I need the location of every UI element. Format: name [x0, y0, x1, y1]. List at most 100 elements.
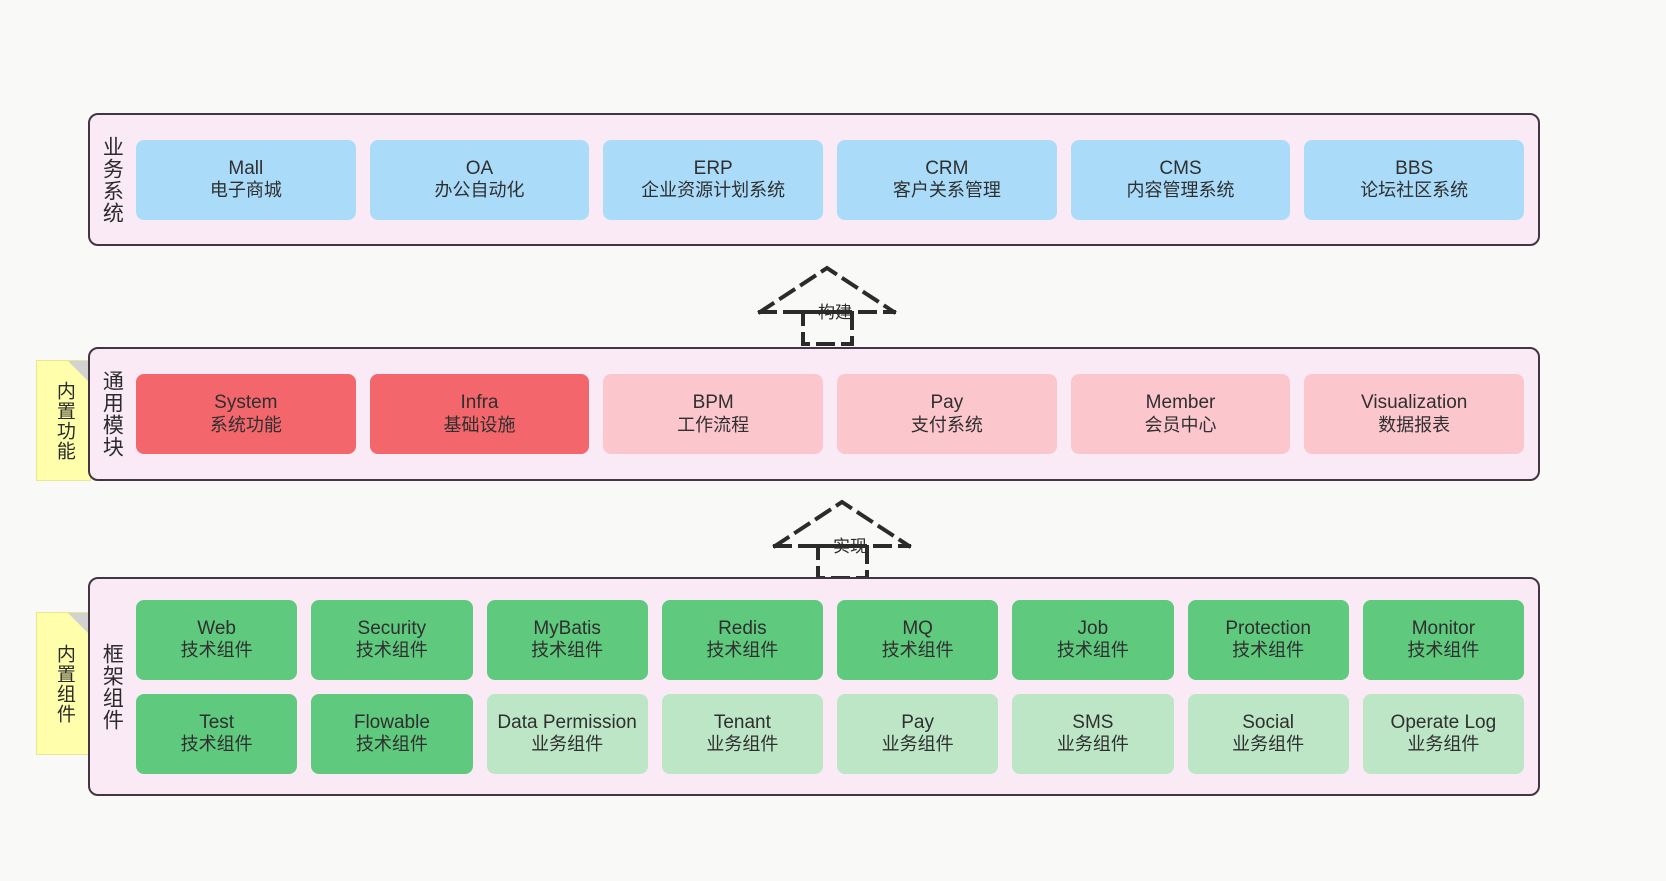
card-title-cn: 技术组件: [180, 734, 253, 755]
card-title-cn: 数据报表: [1378, 414, 1451, 435]
card-title-cn: 业务组件: [1407, 734, 1480, 755]
card-title-en: CRM: [925, 157, 969, 179]
card-title-cn: 业务组件: [1056, 734, 1129, 755]
card-title-en: Pay: [930, 392, 964, 414]
note-builtin-function: 内置功能: [36, 360, 91, 481]
card-title-en: Test: [199, 711, 235, 733]
card-title-en: Flowable: [353, 711, 430, 733]
card-title-cn: 技术组件: [1056, 640, 1129, 661]
layer-framework-label: 框架组件: [100, 642, 124, 731]
card-title-cn: 业务组件: [1232, 734, 1305, 755]
card-title-en: Operate Log: [1390, 711, 1497, 733]
card-title-en: SMS: [1072, 711, 1114, 733]
card-title-en: Infra: [460, 392, 499, 414]
card-title-en: Member: [1145, 392, 1216, 414]
card-title-en: BBS: [1395, 157, 1434, 179]
card-title-cn: 论坛社区系统: [1360, 180, 1469, 201]
card-title-en: Pay: [901, 711, 934, 733]
card-title-cn: 技术组件: [531, 640, 604, 661]
card-title-cn: 支付系统: [910, 414, 983, 435]
card-title-en: ERP: [693, 157, 733, 179]
card-title-en: Web: [197, 617, 236, 639]
card-title-cn: 技术组件: [1407, 640, 1480, 661]
build-arrow-icon: [757, 265, 897, 346]
note-fold-corner-icon: [68, 613, 90, 635]
card-title-en: Data Permission: [497, 711, 637, 733]
card-title-en: Visualization: [1361, 392, 1468, 414]
connector-build-label: 构建: [818, 303, 852, 322]
card-title-en: Monitor: [1411, 617, 1476, 639]
card-title-cn: 技术组件: [881, 640, 954, 661]
card-title-cn: 会员中心: [1144, 414, 1217, 435]
card-title-en: Job: [1077, 617, 1109, 639]
card-title-cn: 工作流程: [677, 414, 750, 435]
card-title-en: Tenant: [713, 711, 771, 733]
card-title-en: CMS: [1159, 157, 1202, 179]
card-title-en: BPM: [692, 392, 734, 414]
card-title-cn: 内容管理系统: [1126, 180, 1235, 201]
card-title-cn: 技术组件: [180, 640, 253, 661]
card-title-en: Protection: [1225, 617, 1311, 639]
card-title-en: Mall: [228, 157, 264, 179]
card-title-cn: 技术组件: [706, 640, 779, 661]
card-title-cn: 客户关系管理: [892, 180, 1001, 201]
card-title-cn: 技术组件: [355, 640, 428, 661]
layer-common-label: 通用模块: [100, 370, 124, 458]
card-title-cn: 业务组件: [881, 734, 954, 755]
card-title-en: System: [214, 392, 278, 414]
card-title-cn: 业务组件: [706, 734, 779, 755]
card-title-cn: 技术组件: [1232, 640, 1305, 661]
card-title-en: Security: [357, 617, 427, 639]
card-title-en: OA: [465, 157, 494, 179]
connector-build: 构建: [752, 258, 902, 348]
card-title-en: Social: [1242, 711, 1294, 733]
card-title-cn: 基础设施: [443, 414, 516, 435]
note-builtin-component-label: 内置组件: [53, 643, 75, 724]
card-title-cn: 系统功能: [209, 414, 282, 435]
note-builtin-component: 内置组件: [36, 612, 91, 755]
card-title-cn: 办公自动化: [434, 180, 525, 201]
card-title-cn: 电子商城: [209, 180, 282, 201]
note-fold-corner-icon: [68, 361, 90, 383]
connector-implement-label: 实现: [833, 537, 867, 556]
card-title-en: Redis: [718, 617, 767, 639]
connector-implement: 实现: [767, 492, 917, 582]
card-title-cn: 企业资源计划系统: [641, 180, 786, 201]
